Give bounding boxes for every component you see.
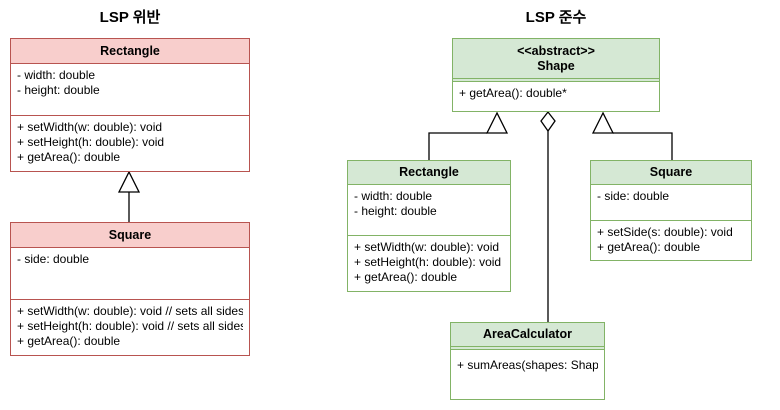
diagram-title-lsp-violation: LSP 위반 <box>99 9 161 26</box>
methods-shape: + getArea(): double* <box>453 82 659 109</box>
edge-left-square-inherits-rectangle <box>117 170 141 222</box>
method-row: + setHeight(h: double): void <box>354 255 502 269</box>
class-box-left-rectangle[interactable]: Rectangle - width: double - height: doub… <box>10 38 250 172</box>
method-row: + getArea(): double <box>17 150 121 164</box>
attributes-right-square: - side: double <box>591 185 751 220</box>
method-row: + sumAreas(shapes: Shape[]): double <box>457 358 598 372</box>
class-header-left-square: Square <box>11 223 249 248</box>
attribute-row: - side: double <box>597 189 670 203</box>
class-box-areacalculator[interactable]: AreaCalculator + sumAreas(shapes: Shape[… <box>450 322 605 400</box>
class-name-right-rectangle: Rectangle <box>399 165 459 179</box>
method-row: + getArea(): double <box>17 334 121 348</box>
method-row: + setHeight(h: double): void <box>17 135 165 149</box>
class-header-right-rectangle: Rectangle <box>348 161 510 185</box>
edge-right-rectangle-inherits-shape <box>428 111 509 160</box>
diagram-title-lsp-compliance: LSP 준수 <box>525 9 587 26</box>
class-name-right-square: Square <box>649 165 693 179</box>
method-row: + setHeight(h: double): void // sets all… <box>17 319 243 333</box>
attribute-row: - width: double <box>17 68 96 82</box>
class-box-right-square[interactable]: Square - side: double + setSide(s: doubl… <box>590 160 752 261</box>
class-name-left-square: Square <box>108 227 152 242</box>
methods-left-rectangle: + setWidth(w: double): void + setHeight(… <box>11 115 249 171</box>
attribute-row: - side: double <box>17 252 90 266</box>
methods-right-rectangle: + setWidth(w: double): void + setHeight(… <box>348 235 510 291</box>
class-name-shape: Shape <box>537 58 575 73</box>
attributes-left-rectangle: - width: double - height: double <box>11 64 249 115</box>
methods-left-square: + setWidth(w: double): void // sets all … <box>11 299 249 355</box>
attribute-row: - height: double <box>17 83 100 97</box>
class-header-right-square: Square <box>591 161 751 185</box>
method-row: + setWidth(w: double): void // sets all … <box>17 304 243 318</box>
methods-areacalculator: + sumAreas(shapes: Shape[]): double <box>451 350 604 399</box>
method-row: + setWidth(w: double): void <box>354 240 500 254</box>
class-box-left-square[interactable]: Square - side: double + setWidth(w: doub… <box>10 222 250 356</box>
class-header-left-rectangle: Rectangle <box>11 39 249 64</box>
class-box-shape[interactable]: <<abstract>> Shape + getArea(): double* <box>452 38 660 112</box>
class-name-areacalculator: AreaCalculator <box>483 327 572 341</box>
method-row: + setSide(s: double): void <box>597 225 733 239</box>
attributes-right-rectangle: - width: double - height: double <box>348 185 510 235</box>
class-stereotype-shape: <<abstract>> <box>517 43 595 58</box>
method-row: + getArea(): double* <box>459 86 567 100</box>
attributes-left-square: - side: double <box>11 248 249 299</box>
attribute-row: - height: double <box>354 204 437 218</box>
methods-right-square: + setSide(s: double): void + getArea(): … <box>591 220 751 260</box>
attributes-areacalculator-empty <box>451 347 604 350</box>
attribute-row: - width: double <box>354 189 433 203</box>
attributes-shape-empty <box>453 79 659 82</box>
class-header-areacalculator: AreaCalculator <box>451 323 604 347</box>
edge-right-square-inherits-shape <box>591 111 673 160</box>
method-row: + setWidth(w: double): void <box>17 120 163 134</box>
class-box-right-rectangle[interactable]: Rectangle - width: double - height: doub… <box>347 160 511 292</box>
method-row: + getArea(): double <box>597 240 701 254</box>
method-row: + getArea(): double <box>354 270 458 284</box>
class-name-left-rectangle: Rectangle <box>100 43 160 58</box>
class-header-shape: <<abstract>> Shape <box>453 39 659 79</box>
edge-areacalculator-aggregates-shape <box>540 110 556 322</box>
